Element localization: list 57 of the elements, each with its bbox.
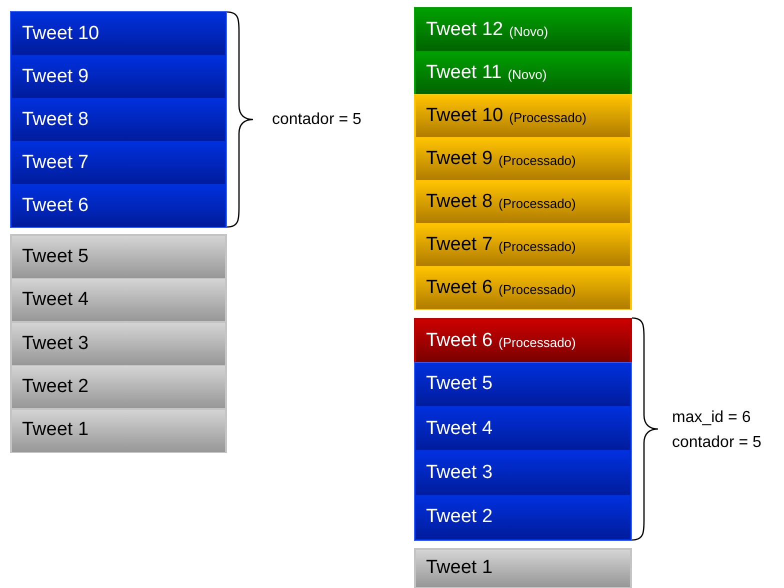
tweet-label: Tweet 10 [426, 104, 504, 128]
tweet-row [12, 56, 225, 98]
tweet-row [12, 279, 225, 322]
tweet-row [416, 267, 630, 309]
variable-label: contador = 5 [672, 433, 762, 453]
tweet-label: Tweet 3 [22, 332, 89, 356]
tweet-label: Tweet 1 [22, 418, 89, 442]
tweet-row [12, 366, 225, 408]
tweet-row [12, 142, 225, 184]
status-label: (Processado) [498, 152, 576, 170]
status-label: (Novo) [508, 66, 547, 84]
tweet-label: Tweet 4 [426, 416, 493, 441]
tweet-label: Tweet 6 [426, 328, 493, 353]
status-label: (Novo) [509, 22, 548, 41]
tweet-label: Tweet 7 [22, 150, 89, 175]
tweet-row [12, 99, 225, 141]
tweet-label: Tweet 5 [426, 372, 493, 396]
tweet-row [416, 181, 630, 223]
status-label: (Processado) [498, 238, 576, 256]
status-label: (Processado) [498, 334, 576, 352]
status-label: (Processado) [509, 108, 586, 127]
status-label: (Processado) [498, 280, 576, 299]
tweet-row [416, 320, 630, 362]
tweet-label: Tweet 3 [426, 460, 493, 485]
tweet-label: Tweet 9 [426, 146, 493, 171]
tweet-label: Tweet 7 [426, 232, 493, 257]
tweet-row [12, 322, 225, 365]
variable-label: contador = 5 [272, 110, 362, 130]
tweet-label: Tweet 10 [22, 22, 100, 46]
tweet-label: Tweet 6 [22, 194, 89, 218]
tweet-label: Tweet 8 [22, 108, 89, 132]
variable-label: max_id = 6 [672, 408, 751, 428]
tweet-label: Tweet 5 [22, 244, 89, 269]
tweet-row [416, 52, 630, 94]
tweet-row [416, 407, 630, 450]
tweet-label: Tweet 6 [426, 276, 493, 300]
tweet-label: Tweet 4 [22, 288, 89, 312]
tweet-label: Tweet 8 [426, 190, 493, 214]
tweet-row [416, 9, 630, 51]
tweet-row [12, 13, 225, 55]
tweet-row [416, 363, 630, 406]
tweet-label: Tweet 12 [426, 18, 504, 42]
tweet-label: Tweet 9 [22, 64, 89, 89]
tweet-row [416, 452, 630, 495]
tweet-row [416, 550, 630, 587]
tweet-row [416, 224, 630, 266]
tweet-row [416, 496, 630, 539]
status-label: (Processado) [498, 194, 576, 213]
tweet-label: Tweet 1 [426, 556, 493, 580]
tweet-row [416, 95, 630, 137]
tweet-row [12, 410, 225, 452]
tweet-row [12, 185, 225, 227]
tweet-row [416, 138, 630, 180]
tweet-label: Tweet 2 [22, 374, 89, 399]
tweet-row [12, 236, 225, 278]
tweet-label: Tweet 11 [426, 60, 502, 85]
tweet-label: Tweet 2 [426, 505, 493, 530]
